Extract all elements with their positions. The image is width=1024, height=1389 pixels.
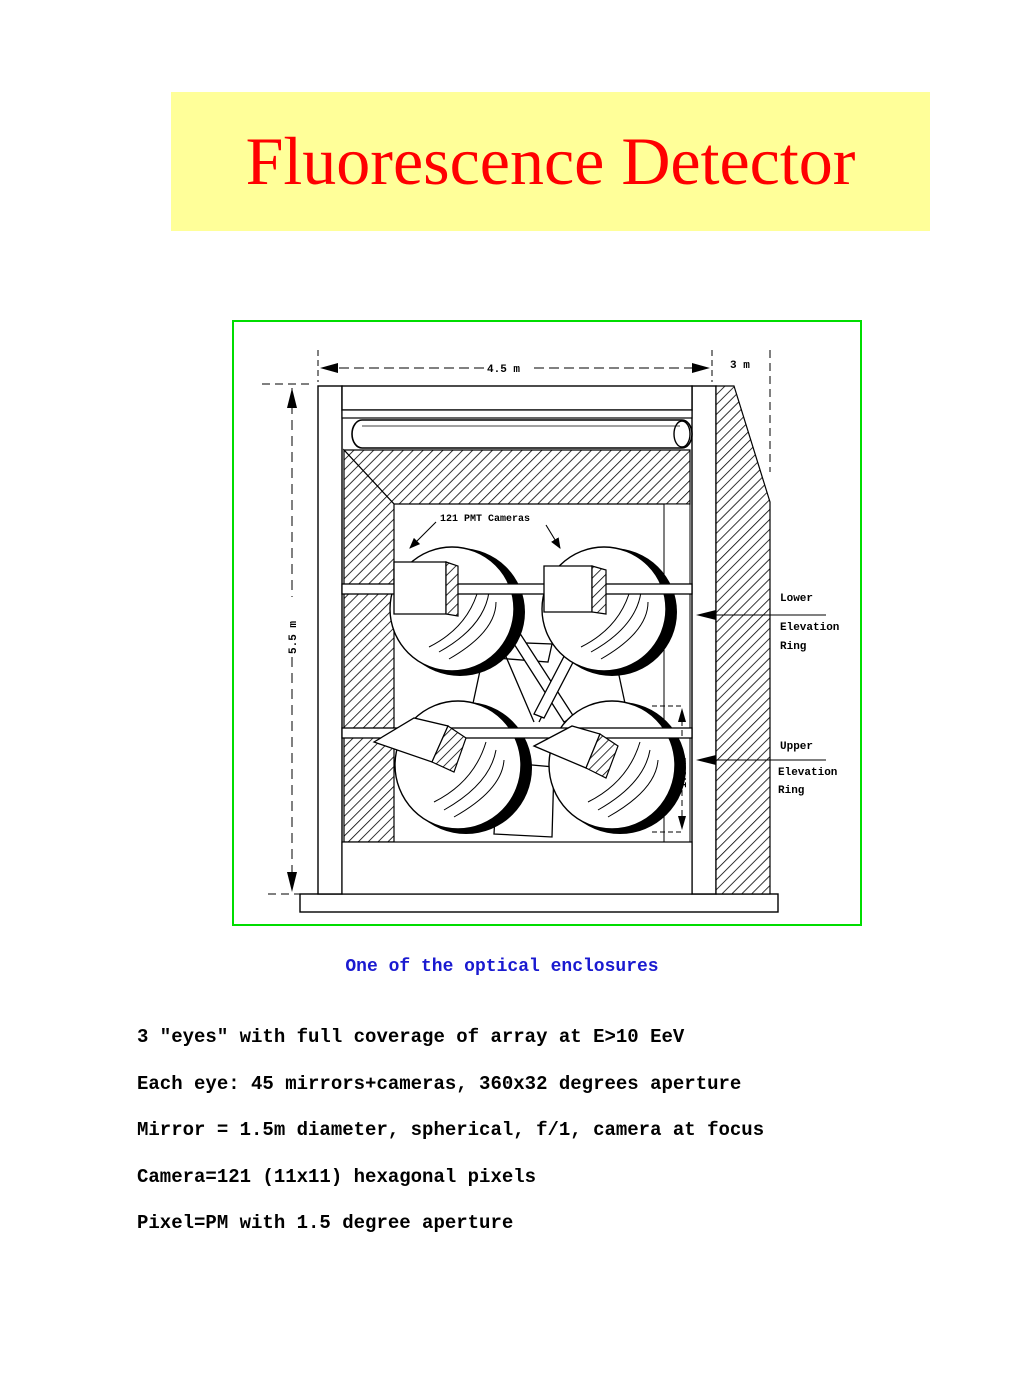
figure-caption: One of the optical enclosures	[345, 957, 659, 977]
upper-ring-label-1: Upper	[780, 741, 813, 753]
lower-ring-bar	[341, 583, 693, 595]
lower-ring-callout: Lower Elevation Ring	[696, 593, 839, 653]
top-beam-lower	[341, 409, 693, 419]
height-dimension: 5.5 m	[262, 383, 314, 895]
lower-ring-label-3: Ring	[780, 641, 806, 653]
height-label: 5.5 m	[288, 621, 300, 654]
spec-line-mirror: Mirror = 1.5m diameter, spherical, f/1, …	[137, 1119, 765, 1141]
shutter-roller	[351, 419, 693, 449]
page-title: Fluorescence Detector	[245, 123, 856, 199]
title-banner: Fluorescence Detector	[171, 92, 930, 231]
spec-line-pixel: Pixel=PM with 1.5 degree aperture	[137, 1212, 514, 1234]
spec-list: 3 "eyes" with full coverage of array at …	[137, 1024, 997, 1257]
depth-label: 3 m	[730, 360, 750, 372]
top-beam	[341, 385, 693, 411]
upper-ring-label-2: Elevation	[778, 767, 837, 779]
spec-line-eyes: 3 "eyes" with full coverage of array at …	[137, 1026, 685, 1048]
camera-top-right	[543, 565, 607, 615]
spec-line-camera: Camera=121 (11x11) hexagonal pixels	[137, 1165, 537, 1188]
mirror-bottom-right	[548, 700, 686, 834]
upper-ring-bar	[341, 727, 693, 739]
width-dimension: 4.5 m	[317, 350, 713, 382]
left-post	[317, 385, 343, 895]
depth-dimension: 3 m	[730, 350, 771, 472]
cameras-callout: 121 PMT Cameras	[409, 514, 561, 549]
cameras-label: 121 PMT Cameras	[440, 514, 530, 525]
camera-bottom-right	[532, 725, 619, 779]
optical-enclosure-figure: 4.5 m 3 m 5.5 m	[232, 320, 862, 926]
floor-strip	[341, 841, 693, 895]
enclosure-diagram: 4.5 m 3 m 5.5 m	[262, 350, 839, 913]
mirror-size-label: 1.5 m	[679, 758, 690, 788]
top-wall-hatch	[342, 449, 691, 505]
camera-bottom-left	[372, 717, 467, 773]
right-post	[691, 385, 717, 895]
base-platform	[299, 893, 779, 913]
upper-ring-label-3: Ring	[778, 785, 804, 797]
lower-ring-label-1: Lower	[780, 593, 813, 605]
lower-ring-label-2: Elevation	[780, 622, 839, 634]
left-wall-hatch	[343, 448, 395, 843]
side-wall-hatch	[715, 385, 771, 895]
spec-line-mirrors: Each eye: 45 mirrors+cameras, 360x32 deg…	[137, 1072, 742, 1095]
mirror-dimension: 1.5 m	[652, 705, 690, 833]
upper-ring-callout: Upper Elevation Ring	[696, 741, 837, 797]
width-label: 4.5 m	[487, 364, 520, 376]
camera-top-left	[393, 561, 459, 617]
